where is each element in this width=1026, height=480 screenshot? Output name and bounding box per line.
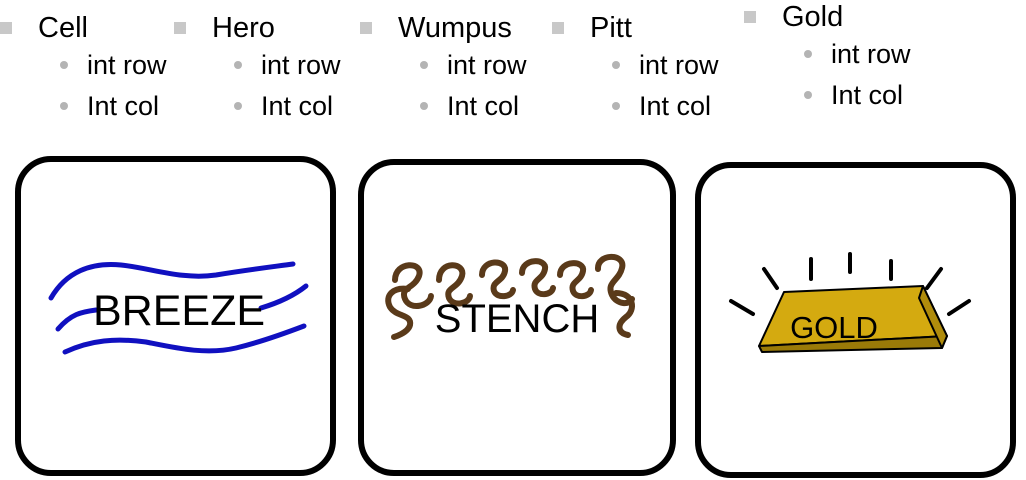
field-text: int row	[639, 50, 719, 80]
round-bullet-icon	[234, 61, 242, 69]
round-bullet-icon	[60, 102, 68, 110]
square-bullet-icon	[174, 22, 186, 34]
gold-shine-rays-icon	[729, 252, 971, 316]
stench-label: STENCH	[435, 297, 599, 341]
field-text: int row	[447, 50, 527, 80]
round-bullet-icon	[234, 102, 242, 110]
field-text: Int col	[87, 91, 160, 121]
gold-label: GOLD	[790, 310, 878, 345]
round-bullet-icon	[804, 91, 812, 99]
class-cell-name: Cell	[38, 12, 88, 44]
gold-bar-icon	[758, 285, 948, 353]
field-text: Int col	[831, 80, 904, 110]
square-bullet-icon	[744, 11, 756, 23]
breeze-illustration: BREEZE	[48, 261, 309, 355]
breeze-label: BREEZE	[93, 287, 265, 335]
breeze-wave-icon	[48, 261, 309, 355]
field-text: Int col	[261, 91, 334, 121]
field-text: int row	[831, 39, 911, 69]
class-hero-name: Hero	[212, 12, 275, 44]
round-bullet-icon	[804, 50, 812, 58]
round-bullet-icon	[420, 102, 428, 110]
stench-illustration: STENCH	[385, 253, 635, 341]
field-text: Int col	[447, 91, 520, 121]
round-bullet-icon	[612, 61, 620, 69]
gold-illustration: GOLD	[729, 252, 971, 353]
stench-squiggle-icon	[385, 253, 635, 340]
class-gold-name: Gold	[782, 1, 844, 33]
square-bullet-icon	[360, 22, 372, 34]
round-bullet-icon	[420, 61, 428, 69]
square-bullet-icon	[0, 22, 12, 34]
class-wumpus-name: Wumpus	[398, 12, 512, 44]
class-pitt-name: Pitt	[590, 12, 632, 44]
round-bullet-icon	[612, 102, 620, 110]
stench-card: STENCH	[358, 159, 676, 476]
round-bullet-icon	[60, 61, 68, 69]
field-text: int row	[261, 50, 341, 80]
field-text: Int col	[639, 91, 712, 121]
square-bullet-icon	[552, 22, 564, 34]
field-text: int row	[87, 50, 167, 80]
gold-card: GOLD	[695, 162, 1016, 478]
breeze-card: BREEZE	[15, 156, 336, 476]
